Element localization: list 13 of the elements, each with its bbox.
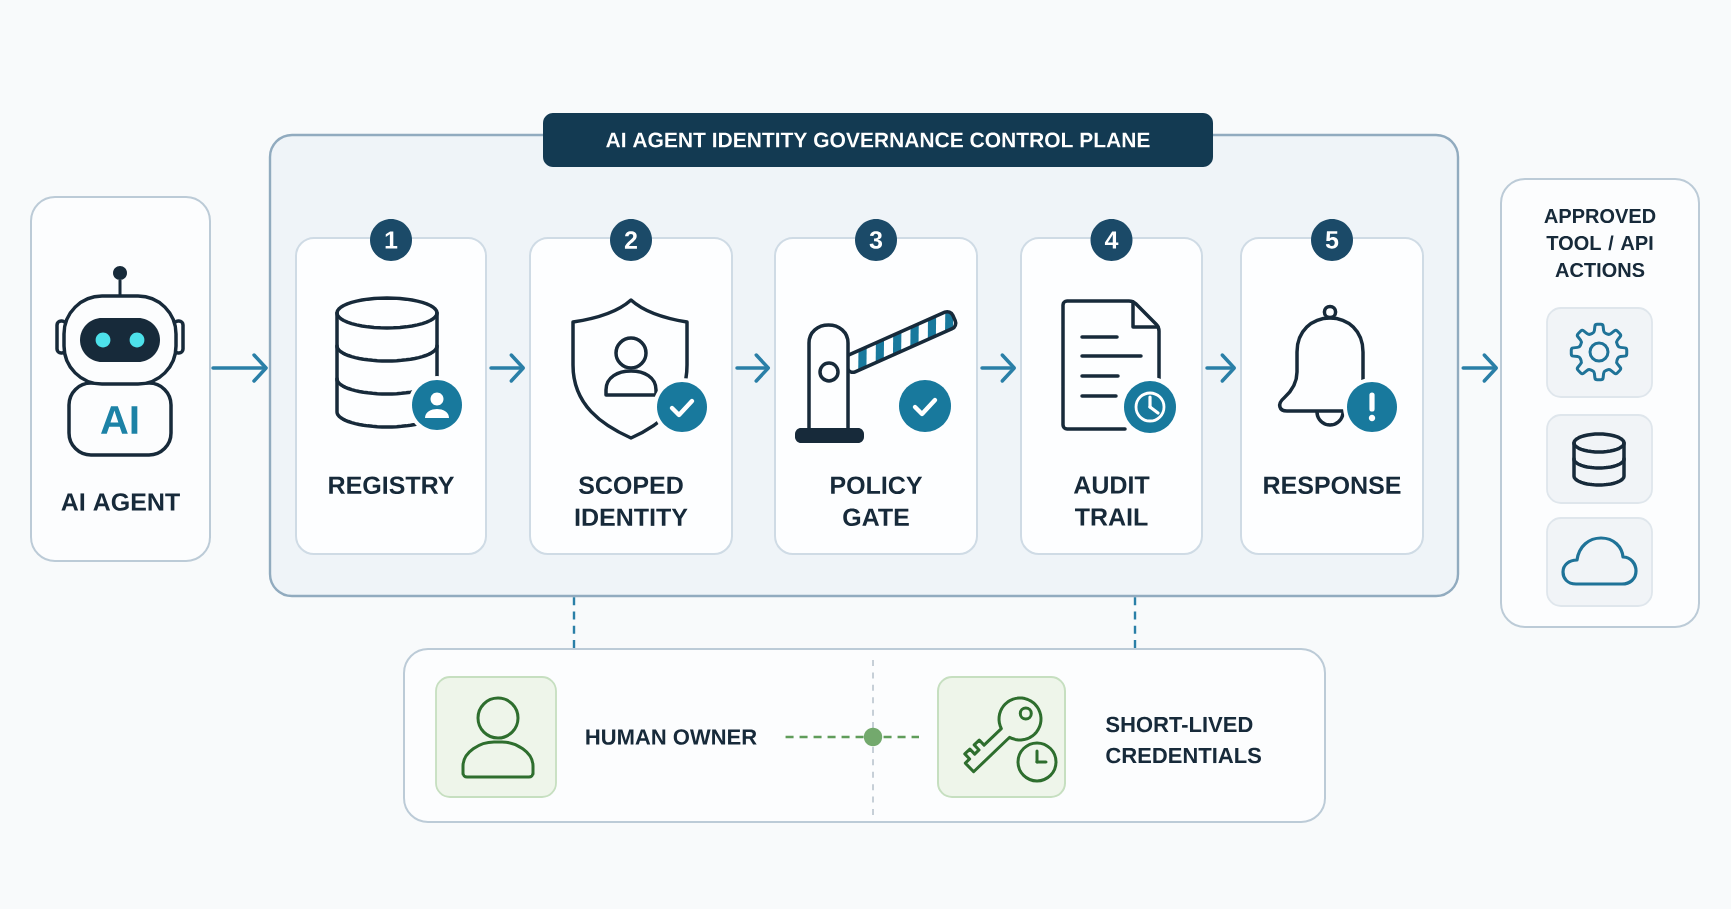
title-bar: AI AGENT IDENTITY GOVERNANCE CONTROL PLANE [543,113,1213,167]
step-number: 3 [855,219,897,261]
text-label: HUMAN OWNER [586,729,757,745]
icon-text: AI [101,406,138,434]
text-label: SHORT-LIVED CREDENTIALS [1106,716,1261,764]
step-number: 1 [370,219,412,261]
step-number: 5 [1311,219,1353,261]
step-number: 4 [1090,219,1133,261]
key-icon [937,676,1066,798]
dashed-line [1133,597,1137,648]
dashed-line [572,597,576,648]
dashed-line [785,735,919,739]
step-number: 2 [610,219,652,261]
